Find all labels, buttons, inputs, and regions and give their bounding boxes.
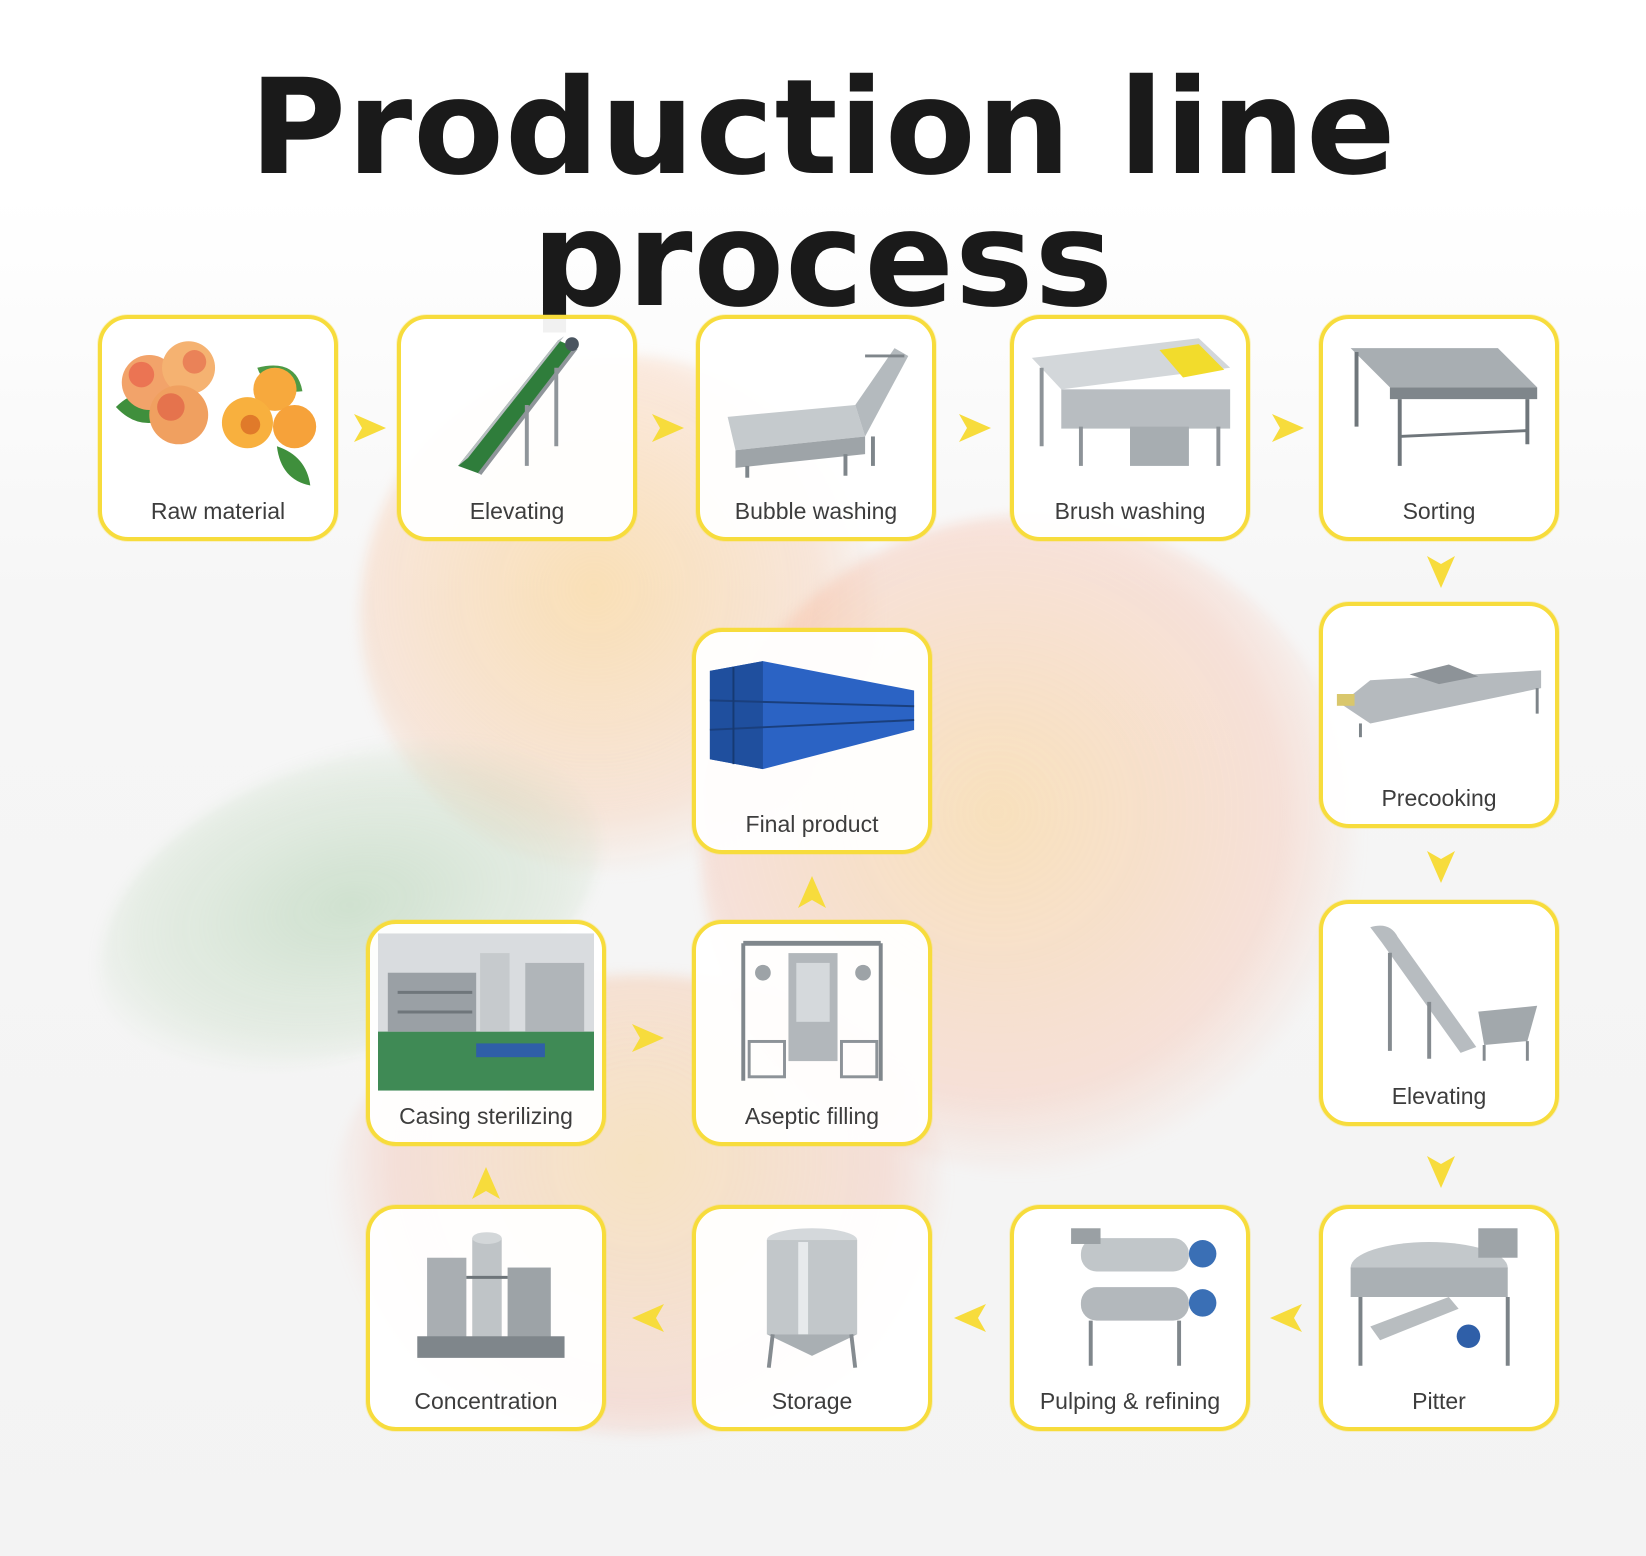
pitting-machine-icon [1331, 1217, 1547, 1377]
step-label: Aseptic filling [744, 1103, 880, 1129]
step-raw-material: Raw material [98, 315, 338, 541]
precooker-icon [1331, 614, 1547, 774]
step-aseptic-filling: Aseptic filling [692, 920, 932, 1146]
step-pulping-refining: Pulping & refining [1010, 1205, 1250, 1431]
flow-arrow-right [628, 1018, 668, 1058]
step-label: Pitter [1412, 1388, 1466, 1414]
blue-drums-icon [704, 640, 920, 800]
evaporator-icon [378, 1217, 594, 1377]
step-label: Bubble washing [734, 498, 898, 524]
step-label: Elevating [1391, 1083, 1487, 1109]
step-sorting: Sorting [1319, 315, 1559, 541]
step-label: Casing sterilizing [399, 1103, 573, 1129]
step-final-product: Final product [692, 628, 932, 854]
step-label: Raw material [150, 498, 286, 524]
step-label: Pulping & refining [1039, 1388, 1221, 1414]
flow-arrow-up [466, 1163, 506, 1203]
bucket-elevator-icon [1331, 912, 1547, 1072]
sorting-table-icon [1331, 327, 1547, 487]
flow-arrow-right [350, 408, 390, 448]
pulper-refiner-icon [1022, 1217, 1238, 1377]
bubble-washer-icon [708, 327, 924, 487]
flow-arrow-down [1421, 847, 1461, 887]
step-precooking: Precooking [1319, 602, 1559, 828]
flow-arrow-down [1421, 552, 1461, 592]
step-brush-washing: Brush washing [1010, 315, 1250, 541]
step-label: Brush washing [1054, 498, 1206, 524]
step-casing-sterilizing: Casing sterilizing [366, 920, 606, 1146]
storage-tank-icon [704, 1217, 920, 1377]
green-conveyor-elevator-icon [409, 327, 625, 487]
step-storage: Storage [692, 1205, 932, 1431]
aseptic-filler-icon [704, 932, 920, 1092]
tube-sterilizer-icon [378, 932, 594, 1092]
brush-washer-icon [1022, 327, 1238, 487]
step-label: Precooking [1381, 785, 1497, 811]
step-label: Storage [771, 1388, 853, 1414]
flow-arrow-right [1268, 408, 1308, 448]
flow-arrow-up [792, 872, 832, 912]
page-title: Production line process [249, 51, 1397, 337]
step-bubble-washing: Bubble washing [696, 315, 936, 541]
step-label: Elevating [469, 498, 565, 524]
step-label: Sorting [1402, 498, 1476, 524]
flow-arrow-right [955, 408, 995, 448]
step-concentration: Concentration [366, 1205, 606, 1431]
step-pitter: Pitter [1319, 1205, 1559, 1431]
flow-arrow-right [648, 408, 688, 448]
step-label: Final product [745, 811, 879, 837]
flow-arrow-left [1266, 1298, 1306, 1338]
peach-apricot-icon [110, 327, 326, 487]
step-label: Concentration [414, 1388, 558, 1414]
step-elevating-2: Elevating [1319, 900, 1559, 1126]
flow-arrow-left [950, 1298, 990, 1338]
flow-arrow-left [628, 1298, 668, 1338]
step-elevating-1: Elevating [397, 315, 637, 541]
flow-arrow-down [1421, 1152, 1461, 1192]
